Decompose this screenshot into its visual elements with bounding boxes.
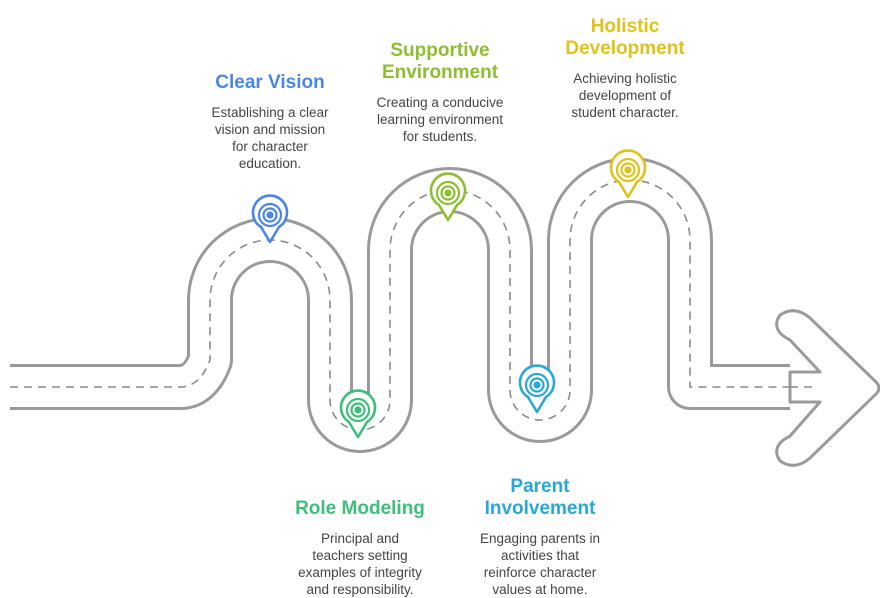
milestone-clear-vision: Clear Vision Establishing a clear vision… [175, 72, 365, 172]
milestone-role-modeling: Role Modeling Principal and teachers set… [265, 498, 455, 598]
milestone-title: Role Modeling [295, 498, 425, 519]
map-pin-icon [429, 172, 467, 222]
road-center-line [10, 179, 800, 431]
milestone-description: Principal and teachers setting examples … [298, 531, 422, 597]
milestone-description: Establishing a clear vision and mission … [211, 105, 329, 171]
map-pin-icon [518, 364, 556, 414]
milestone-description: Engaging parents in activities that rein… [479, 531, 601, 597]
milestone-supportive-environment: Supportive Environment Creating a conduc… [340, 40, 540, 145]
road-arrow-head [775, 309, 880, 467]
milestone-description: Achieving holistic development of studen… [571, 71, 679, 120]
map-pin-icon [251, 194, 289, 244]
milestone-title: Supportive Environment [381, 40, 499, 83]
milestone-title: Holistic Development [565, 16, 685, 59]
milestone-title: Parent Involvement [484, 476, 596, 519]
milestone-title: Clear Vision [215, 72, 325, 93]
road-surface [10, 160, 790, 450]
milestone-parent-involvement: Parent Involvement Engaging parents in a… [440, 476, 640, 598]
milestone-description: Creating a conducive learning environmen… [376, 95, 504, 144]
map-pin-icon [339, 389, 377, 439]
map-pin-icon [609, 149, 647, 199]
milestone-holistic-development: Holistic Development Achieving holistic … [525, 16, 725, 121]
